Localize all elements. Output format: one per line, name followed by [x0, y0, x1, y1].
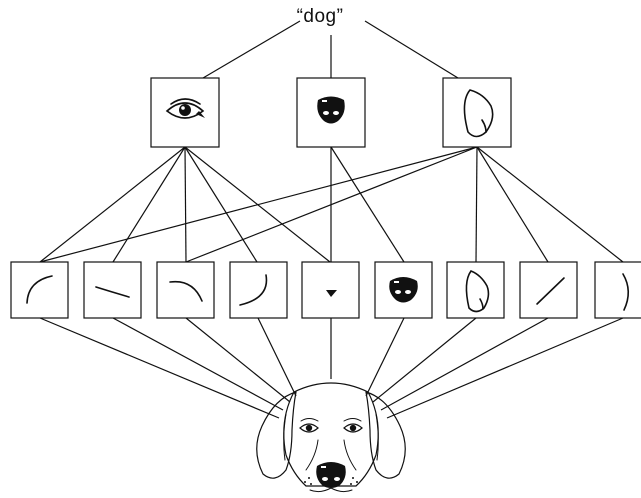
root-connections: [202, 20, 459, 79]
eye-icon: [165, 98, 205, 119]
curve-bottom-right-icon: [239, 274, 268, 306]
mid-connections: [39, 146, 624, 263]
mid-feature-nose: [296, 77, 366, 148]
right-arc-icon: [622, 273, 630, 311]
triangle-icon: [326, 290, 337, 297]
low-feature-8: [519, 261, 578, 319]
curve-top-left-icon: [26, 275, 53, 304]
dog-face-illustration: [256, 382, 406, 493]
mid-feature-eye: [150, 77, 220, 148]
ear-icon: [463, 89, 494, 138]
low-feature-3: [156, 261, 215, 319]
curve-downward-icon: [95, 286, 130, 298]
nose-icon: [317, 96, 345, 124]
low-feature-4: [229, 261, 288, 319]
low-feature-1: [10, 261, 69, 319]
ear-outline-icon: [465, 270, 490, 313]
dog-connections: [39, 317, 624, 419]
low-feature-9: [594, 261, 641, 319]
low-feature-7: [446, 261, 505, 319]
root-label: “dog”: [296, 6, 344, 27]
low-feature-2: [83, 261, 142, 319]
low-feature-6: [374, 261, 433, 319]
mid-feature-ear: [442, 77, 512, 148]
low-feature-5: [301, 261, 360, 319]
nose-icon: [389, 277, 418, 303]
diagonal-line-icon: [536, 277, 565, 305]
arch-icon: [169, 280, 203, 302]
